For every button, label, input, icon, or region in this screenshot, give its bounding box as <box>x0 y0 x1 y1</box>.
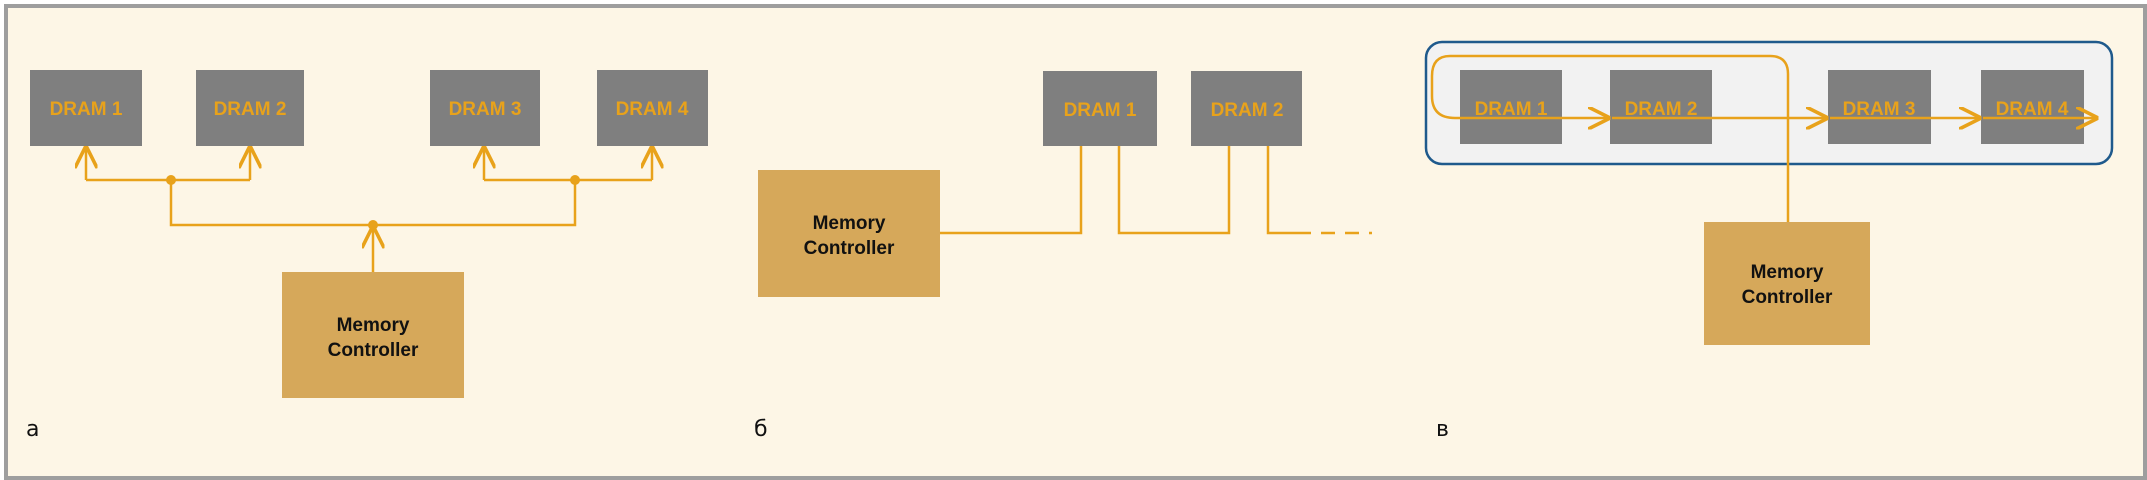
dram-label: DRAM 1 <box>50 99 123 120</box>
bus-enclosure <box>1424 40 2114 166</box>
controller-label-line2: Controller <box>328 340 419 361</box>
panel-label: в <box>1436 417 1449 442</box>
dram-label: DRAM 4 <box>1996 99 2069 120</box>
controller-label-line1: Memory <box>813 213 886 234</box>
dram-chip: DRAM 4 <box>1981 70 2084 144</box>
panel-b-daisy-wires <box>940 146 1372 235</box>
dram-label: DRAM 2 <box>1211 100 1284 121</box>
panel-c: DRAM 1 DRAM 2 DRAM 3 DRAM 4 Memory Contr… <box>1424 40 2114 442</box>
junction-dot <box>368 220 378 230</box>
dram-chip: DRAM 2 <box>1610 70 1712 144</box>
junction-dot <box>166 175 176 185</box>
memory-controller: Memory Controller <box>758 170 940 297</box>
dram-label: DRAM 3 <box>1843 99 1916 120</box>
memory-controller: Memory Controller <box>282 272 464 398</box>
dram-chip: DRAM 1 <box>30 70 142 146</box>
dram-chip: DRAM 2 <box>196 70 304 146</box>
dram-chip: DRAM 3 <box>1828 70 1931 144</box>
dram-chip: DRAM 3 <box>430 70 540 146</box>
panel-label: а <box>26 417 39 442</box>
controller-label-line1: Memory <box>337 315 410 336</box>
panel-c-ring-bus <box>1430 54 2096 222</box>
dram-label: DRAM 1 <box>1475 99 1548 120</box>
panel-label: б <box>754 417 768 442</box>
dram-label: DRAM 2 <box>214 99 287 120</box>
memory-controller: Memory Controller <box>1704 222 1870 345</box>
dram-chip: DRAM 4 <box>597 70 708 146</box>
controller-label-line2: Controller <box>804 238 895 259</box>
dram-label: DRAM 2 <box>1625 99 1698 120</box>
controller-label-line2: Controller <box>1742 287 1833 308</box>
panel-a-bus-wires <box>86 148 652 272</box>
dram-label: DRAM 3 <box>449 99 522 120</box>
dram-label: DRAM 1 <box>1064 100 1137 121</box>
dram-chip: DRAM 2 <box>1191 71 1302 146</box>
panel-a: DRAM 1 DRAM 2 DRAM 3 DRAM 4 Memory Contr… <box>26 70 708 442</box>
dram-chip: DRAM 1 <box>1043 71 1157 146</box>
dram-label: DRAM 4 <box>616 99 689 120</box>
junction-dot <box>570 175 580 185</box>
panel-b: DRAM 1 DRAM 2 Memory Controller б <box>754 71 1372 442</box>
controller-label-line1: Memory <box>1751 262 1824 283</box>
dram-chip: DRAM 1 <box>1460 70 1562 144</box>
